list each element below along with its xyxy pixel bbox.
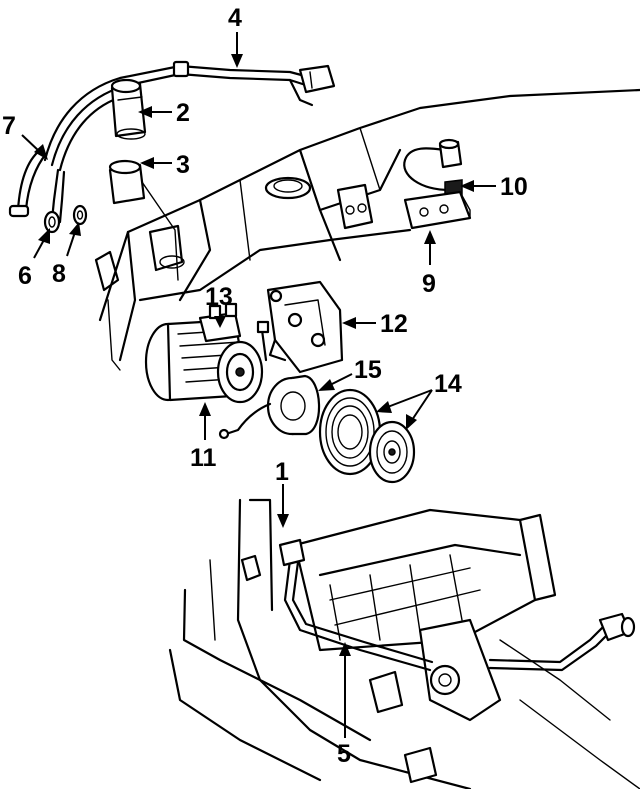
callout-5: 5 [337,740,351,768]
callout-14: 14 [434,370,462,398]
callout-labels: 4 2 3 7 6 8 10 9 13 12 15 14 11 1 5 [2,4,528,768]
callout-3: 3 [176,151,190,179]
lower-body-structure [168,498,640,789]
accumulator-bracket [108,159,179,281]
callout-8: 8 [52,260,66,288]
callout-13: 13 [205,283,233,311]
callout-6: 6 [18,262,32,290]
suction-hose [8,148,66,224]
pressure-switch [403,138,463,199]
callout-9: 9 [422,270,436,298]
clutch-pulley [318,388,416,484]
callout-4: 4 [228,4,242,32]
o-ring-fittings [43,204,88,234]
callout-leaders [21,32,496,738]
body-structure [94,88,640,371]
liquid-line [240,538,636,672]
callout-15: 15 [354,356,382,384]
compressor [144,302,270,404]
accumulator [110,78,147,140]
compressor-bracket [266,280,344,374]
callout-7: 7 [2,112,16,140]
switch-mount-block [403,190,472,230]
discharge-hose [43,60,336,172]
callout-2: 2 [176,99,190,127]
callout-11: 11 [190,444,217,472]
clutch-coil [218,374,321,440]
callout-1: 1 [275,458,289,486]
callout-10: 10 [500,173,528,201]
callout-12: 12 [380,310,408,338]
